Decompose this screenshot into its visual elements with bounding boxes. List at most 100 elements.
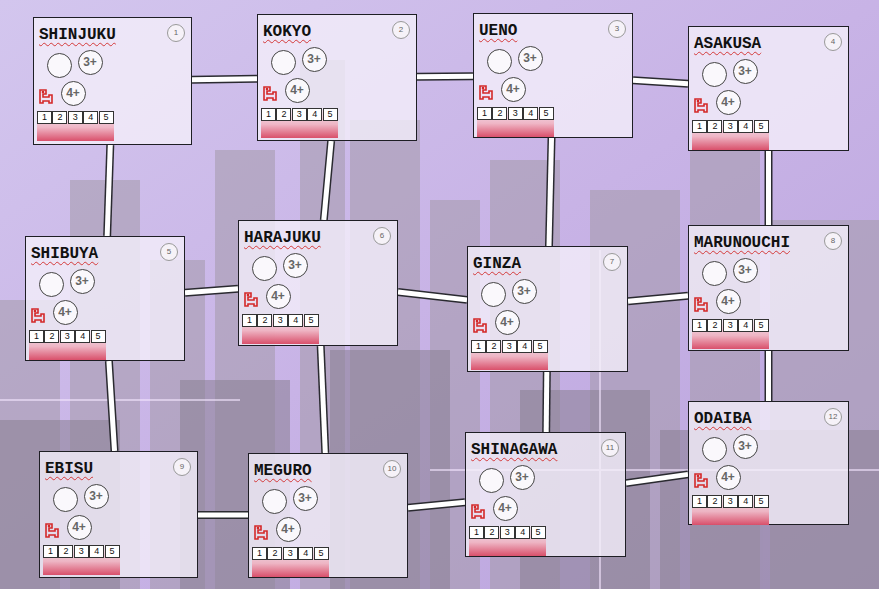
track-cell: 4 bbox=[83, 111, 98, 124]
empty-slot bbox=[47, 53, 72, 78]
route-line bbox=[109, 361, 115, 451]
track-cell: 4 bbox=[523, 107, 538, 120]
threshold-label: 3+ bbox=[284, 254, 306, 276]
route-line bbox=[765, 151, 773, 225]
threshold-label: 3+ bbox=[79, 51, 101, 73]
route-line bbox=[408, 502, 465, 508]
district-box: MEGURO103+4+12345 bbox=[248, 453, 408, 578]
route-line bbox=[321, 346, 326, 453]
track-cell: 4 bbox=[515, 526, 530, 539]
route-connector bbox=[626, 474, 688, 483]
district-name: KOKYO bbox=[263, 23, 311, 41]
track-cell: 3 bbox=[74, 545, 89, 558]
district-name: MARUNOUCHI bbox=[694, 234, 790, 252]
district-name: SHINJUKU bbox=[39, 26, 116, 44]
district-name: MEGURO bbox=[254, 462, 312, 480]
track-cell: 3 bbox=[68, 111, 83, 124]
district-name: ASAKUSA bbox=[694, 35, 761, 53]
route-connector bbox=[549, 138, 552, 246]
track-cell: 3 bbox=[723, 120, 738, 133]
route-connector bbox=[768, 151, 769, 225]
empty-slot bbox=[481, 282, 506, 307]
track-cell: 5 bbox=[304, 314, 319, 327]
route-connector bbox=[109, 361, 115, 451]
route-line bbox=[198, 512, 248, 517]
track-cell: 1 bbox=[692, 319, 707, 332]
district-number: 3 bbox=[608, 20, 626, 38]
threshold-label: 4+ bbox=[54, 301, 76, 323]
route-connector bbox=[192, 79, 257, 80]
track-cell: 1 bbox=[477, 107, 492, 120]
district-box: MARUNOUCHI83+4+12345 bbox=[688, 225, 849, 351]
route-line bbox=[626, 474, 688, 483]
track-cell: 1 bbox=[261, 108, 276, 121]
threshold-slot: 3+ bbox=[733, 59, 758, 84]
route-line bbox=[542, 372, 551, 432]
score-track: 12345 bbox=[692, 120, 769, 133]
route-line bbox=[544, 372, 550, 432]
track-cell: 3 bbox=[508, 107, 523, 120]
district-number: 10 bbox=[383, 460, 401, 478]
empty-slot bbox=[271, 50, 296, 75]
threshold-slot: 4+ bbox=[53, 300, 78, 325]
route-connector bbox=[398, 292, 467, 300]
track-cell: 5 bbox=[754, 120, 769, 133]
track-cell: 2 bbox=[44, 330, 59, 343]
threshold-slot: 4+ bbox=[716, 465, 741, 490]
route-line bbox=[398, 292, 467, 300]
route-line bbox=[192, 79, 257, 80]
empty-slot bbox=[53, 487, 78, 512]
route-line bbox=[628, 296, 688, 302]
track-cell: 1 bbox=[469, 526, 484, 539]
threshold-label: 3+ bbox=[71, 270, 93, 292]
route-connector bbox=[198, 514, 248, 515]
score-track: 12345 bbox=[29, 330, 106, 343]
pawn-icon bbox=[478, 84, 493, 101]
threshold-slot: 4+ bbox=[716, 90, 741, 115]
district-box: HARAJUKU63+4+12345 bbox=[238, 220, 398, 346]
threshold-slot: 3+ bbox=[78, 50, 103, 75]
threshold-label: 4+ bbox=[502, 78, 524, 100]
district-number: 12 bbox=[824, 408, 842, 426]
threshold-label: 3+ bbox=[511, 466, 533, 488]
route-connector bbox=[628, 296, 688, 302]
track-cell: 4 bbox=[75, 330, 90, 343]
route-line bbox=[408, 502, 465, 508]
threshold-slot: 3+ bbox=[733, 258, 758, 283]
district-number: 8 bbox=[824, 232, 842, 250]
track-cell: 5 bbox=[105, 545, 120, 558]
score-track: 12345 bbox=[43, 545, 120, 558]
threshold-label: 4+ bbox=[62, 82, 84, 104]
threshold-slot: 3+ bbox=[283, 253, 308, 278]
track-cell: 2 bbox=[52, 111, 67, 124]
route-line bbox=[185, 289, 238, 293]
empty-slot bbox=[479, 468, 504, 493]
route-line bbox=[766, 151, 771, 225]
track-cell: 2 bbox=[257, 314, 272, 327]
route-line bbox=[766, 351, 771, 401]
track-cell: 2 bbox=[276, 108, 291, 121]
track-cell: 4 bbox=[738, 120, 753, 133]
pawn-icon bbox=[253, 524, 268, 541]
route-connector bbox=[633, 80, 688, 83]
district-number: 11 bbox=[601, 439, 619, 457]
track-cell: 1 bbox=[43, 545, 58, 558]
district-box: ASAKUSA 4 3+ 4+ 12345 bbox=[688, 26, 849, 151]
district-name: ODAIBA bbox=[694, 410, 752, 428]
route-connector bbox=[768, 351, 769, 401]
route-line bbox=[185, 289, 238, 293]
score-track: 12345 bbox=[261, 108, 338, 121]
track-cell: 1 bbox=[471, 340, 486, 353]
route-line bbox=[628, 296, 688, 302]
district-number: 7 bbox=[603, 253, 621, 271]
route-line bbox=[324, 141, 331, 220]
score-track: 12345 bbox=[471, 340, 548, 353]
district-box: SHINAGAWA113+4+12345 bbox=[465, 432, 626, 557]
track-cell: 2 bbox=[58, 545, 73, 558]
empty-slot bbox=[702, 62, 727, 87]
track-cell: 1 bbox=[37, 111, 52, 124]
district-number: 2 bbox=[392, 21, 410, 39]
threshold-slot: 4+ bbox=[495, 310, 520, 335]
empty-slot bbox=[252, 256, 277, 281]
